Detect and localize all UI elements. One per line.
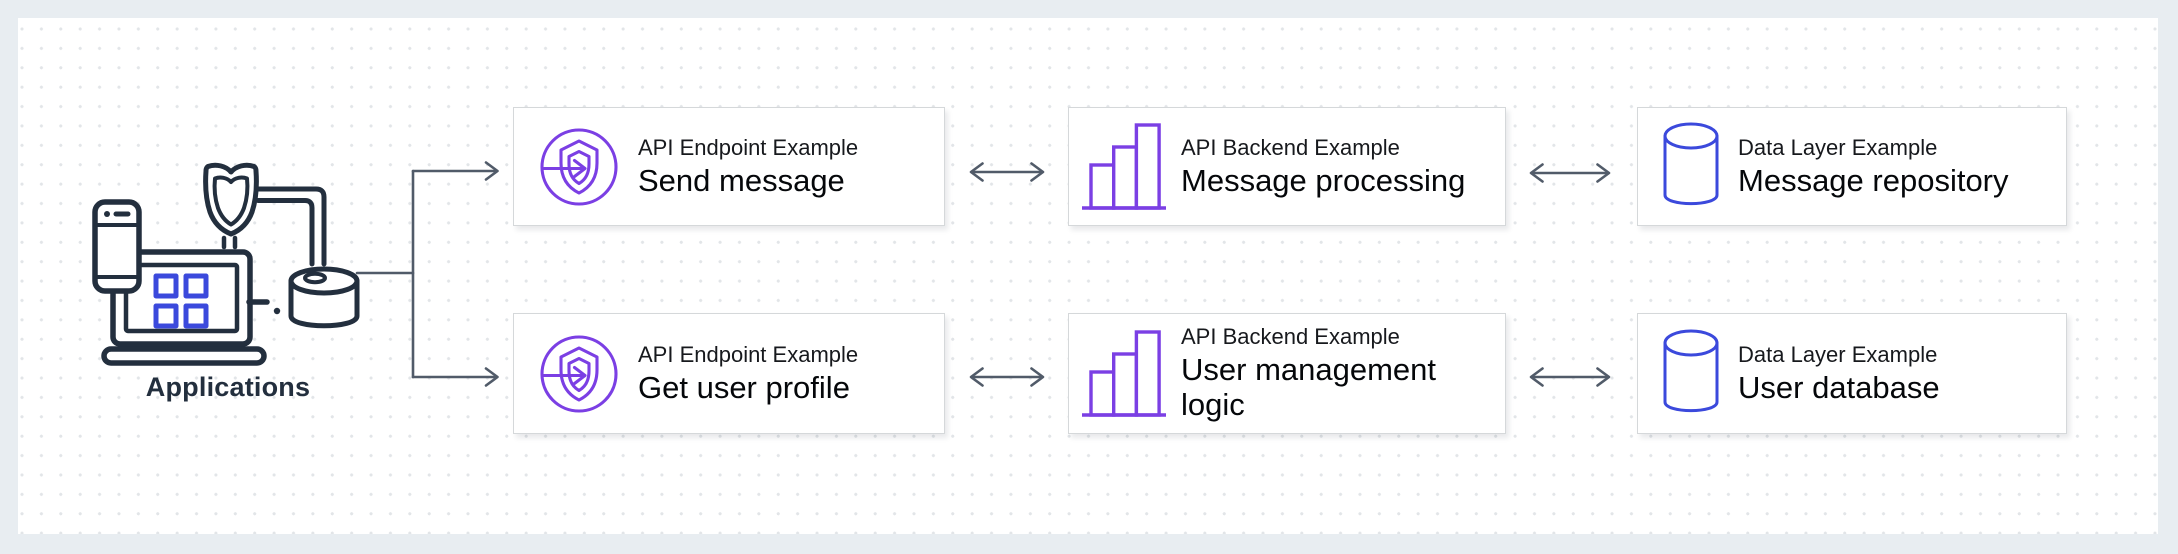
database-drum-icon <box>288 266 360 329</box>
double-arrow-row2-left <box>969 367 1045 387</box>
node-title: Data Layer Example <box>1738 341 1938 367</box>
diagram-canvas <box>18 18 2158 534</box>
node-subtitle: Message processing <box>1181 162 1466 198</box>
node-text: Data Layer Example User database <box>1738 342 1940 406</box>
node-user-database: Data Layer Example User database <box>1637 313 2067 434</box>
bar-chart-icon <box>1082 122 1166 212</box>
node-text: API Backend Example User management logi… <box>1181 324 1505 422</box>
database-icon <box>1662 328 1720 420</box>
node-text: API Backend Example Message processing <box>1181 135 1473 199</box>
node-text: API Endpoint Example Send message <box>638 135 858 199</box>
api-endpoint-icon <box>539 127 619 207</box>
double-arrow-row1-left <box>969 162 1045 182</box>
shield-icon <box>203 162 259 250</box>
bar-chart-icon <box>1082 329 1166 419</box>
applications-label: Applications <box>145 372 311 402</box>
node-title: API Backend Example <box>1181 324 1400 350</box>
node-title: API Backend Example <box>1181 134 1400 160</box>
node-message-processing: API Backend Example Message processing <box>1068 107 1506 226</box>
node-subtitle: User database <box>1738 369 1940 405</box>
mobile-phone-icon <box>92 199 142 294</box>
database-icon <box>1662 121 1720 213</box>
app-grid-icon <box>153 273 209 329</box>
node-subtitle: Send message <box>638 162 845 198</box>
node-title: API Endpoint Example <box>638 134 859 160</box>
node-message-repository: Data Layer Example Message repository <box>1637 107 2067 226</box>
node-subtitle: Message repository <box>1738 162 2009 198</box>
laptop-icon <box>101 249 267 366</box>
node-send-message: API Endpoint Example Send message <box>513 107 945 226</box>
node-text: API Endpoint Example Get user profile <box>638 342 858 406</box>
node-subtitle: Get user profile <box>638 369 850 405</box>
node-subtitle: User management logic <box>1181 352 1437 422</box>
node-title: API Endpoint Example <box>638 341 859 367</box>
node-title: Data Layer Example <box>1738 134 1938 160</box>
node-get-user-profile: API Endpoint Example Get user profile <box>513 313 945 434</box>
applications-icon <box>92 162 360 366</box>
flow-connector <box>355 161 499 387</box>
elbow-connector <box>255 186 327 267</box>
double-arrow-row2-right <box>1529 367 1611 387</box>
api-endpoint-icon <box>539 334 619 414</box>
link-dot <box>273 307 281 315</box>
double-arrow-row1-right <box>1529 163 1611 183</box>
node-text: Data Layer Example Message repository <box>1738 135 2009 199</box>
node-user-management-logic: API Backend Example User management logi… <box>1068 313 1506 434</box>
